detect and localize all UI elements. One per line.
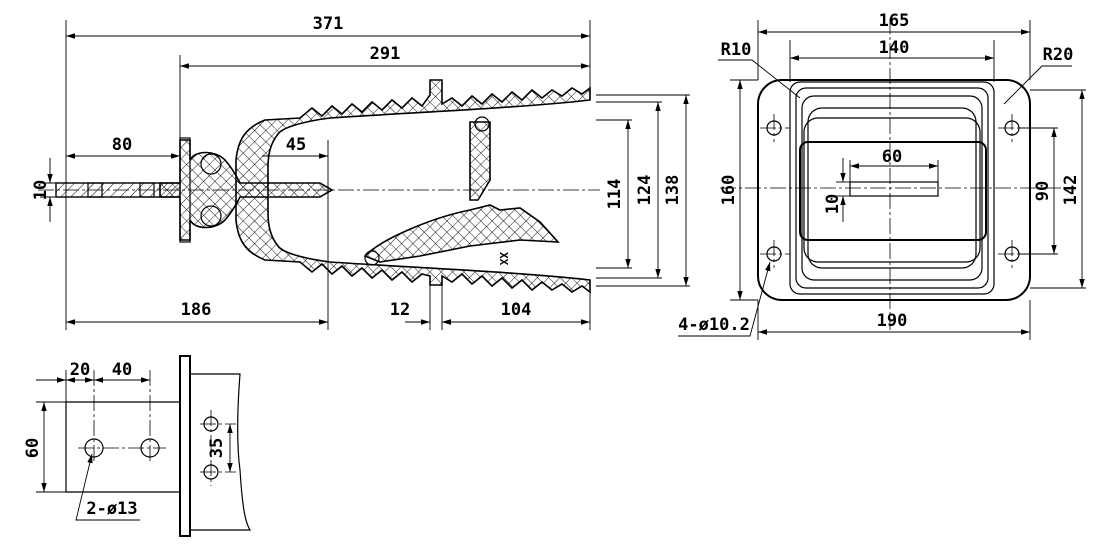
terminal-rod — [55, 182, 181, 198]
dim-diameter-mid: 124 — [635, 175, 655, 206]
dim-flange-offset: 45 — [286, 135, 306, 155]
frame-4 — [807, 107, 977, 269]
detail-view: 20 40 60 35 2-ø13 — [23, 355, 252, 537]
insulator-body-section — [235, 79, 591, 294]
contact-marking: XX — [497, 252, 510, 266]
dim-slot-length: 60 — [882, 147, 902, 167]
dim-terminal-width: 60 — [23, 438, 43, 458]
terminal-plate-outline — [65, 401, 180, 493]
dim-holes-detail: 2-ø13 — [86, 499, 137, 519]
electrode-section — [159, 139, 334, 241]
dim-terminal-length: 80 — [112, 135, 132, 155]
dim-base-length: 186 — [181, 300, 212, 320]
dim-slot-width: 10 — [823, 194, 843, 214]
dim-terminal-thickness: 10 — [31, 180, 51, 200]
dim-diameter-outer: 138 — [663, 175, 683, 206]
dim-width-mid: 165 — [879, 11, 910, 31]
pivot-upper — [474, 116, 490, 132]
contact-arm-section — [469, 121, 491, 201]
terminal-hole-2 — [139, 182, 155, 198]
dim-holes-label: 4-ø10.2 — [678, 315, 750, 335]
slot — [849, 181, 939, 197]
dim-radius-small: R10 — [721, 40, 752, 60]
dim-skirt-length: 104 — [501, 300, 532, 320]
frame-1 — [789, 81, 995, 295]
dim-hole-pitch: 40 — [112, 360, 132, 380]
outer-flange-outline — [757, 79, 1031, 301]
dim-overall-length: 371 — [313, 14, 344, 34]
pivot-lower — [364, 250, 380, 266]
terminal-hole-1 — [87, 182, 103, 198]
dim-width-outer: 190 — [877, 311, 908, 331]
detail-flange — [179, 355, 191, 537]
dim-diameter-inner: 114 — [605, 179, 625, 210]
side-view: XX 371 291 80 45 10 186 — [31, 14, 690, 330]
moving-contact-section — [363, 204, 560, 263]
dim-width-inner: 140 — [879, 38, 910, 58]
dim-body-length: 291 — [370, 44, 401, 64]
frame-3 — [801, 95, 983, 281]
dim-edge-distance: 20 — [70, 360, 90, 380]
central-block — [799, 141, 987, 241]
dim-mount-spacing: 35 — [207, 438, 227, 458]
shaft-hole-lower — [200, 205, 222, 227]
dim-height-outer: 160 — [719, 175, 739, 206]
detail-body-outline — [190, 373, 252, 531]
frame-2 — [795, 87, 989, 289]
dim-height-flange: 142 — [1061, 175, 1081, 206]
dim-hole-spacing-v: 90 — [1033, 181, 1053, 201]
front-view: 165 140 R10 R20 60 10 160 90 142 190 — [678, 11, 1086, 340]
dim-flange-thickness: 12 — [390, 300, 410, 320]
dim-radius-large: R20 — [1043, 45, 1074, 65]
frame-5 — [803, 117, 981, 263]
shaft-hole-upper — [200, 153, 222, 175]
